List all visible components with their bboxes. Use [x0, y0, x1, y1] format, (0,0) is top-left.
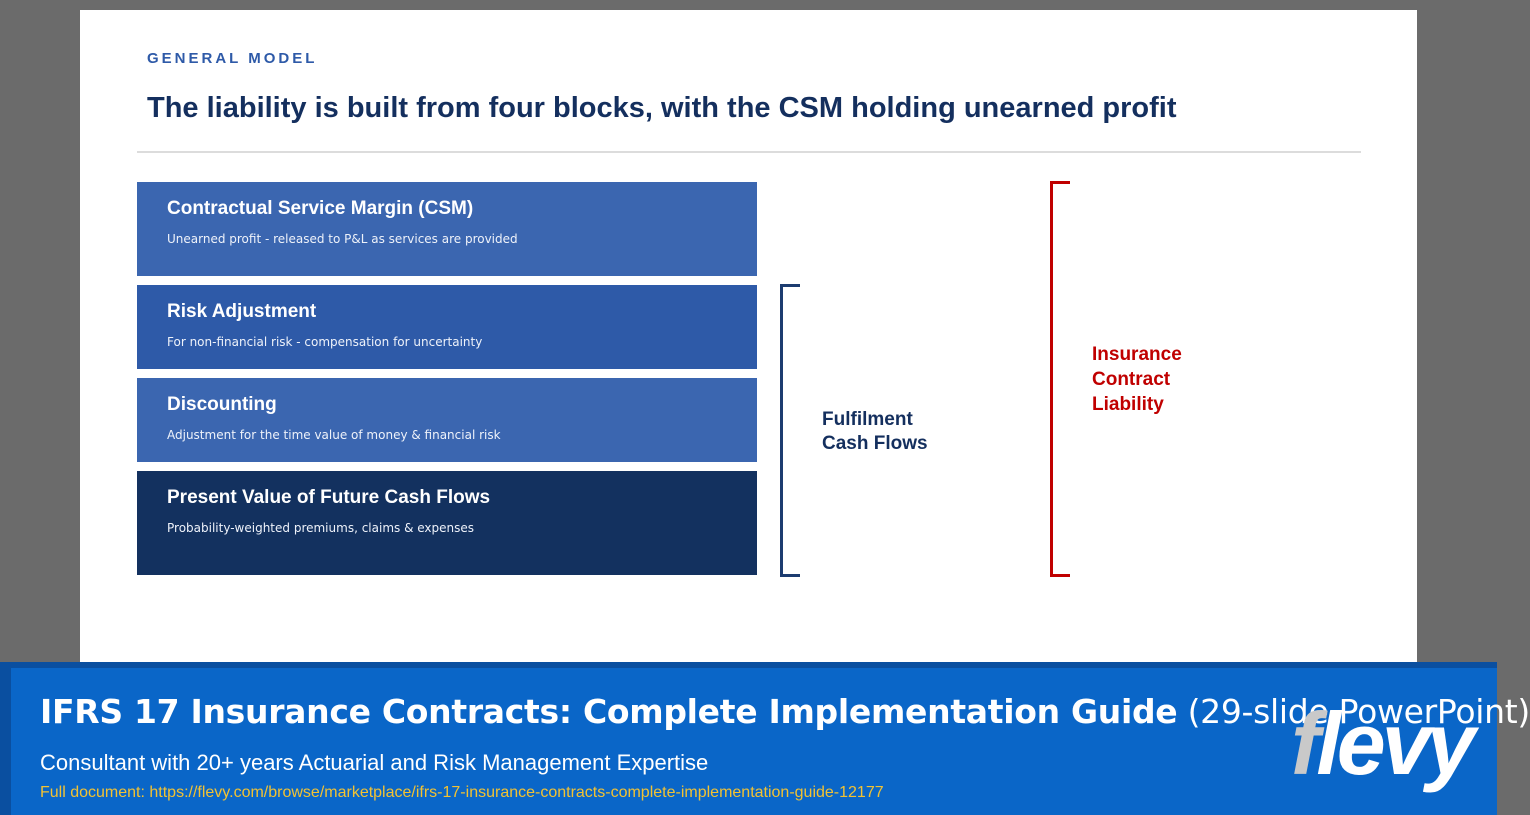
label-line: Contract [1092, 369, 1171, 390]
block-name: Present Value of Future Cash Flows [167, 487, 491, 508]
block-risk-adjustment: Risk Adjustment For non-financial risk -… [137, 285, 757, 369]
label-line: Fulfilment [822, 409, 913, 430]
block-csm: Contractual Service Margin (CSM) Unearne… [137, 182, 757, 276]
label-line: Liability [1092, 394, 1164, 415]
block-description: Unearned profit - released to P&L as ser… [167, 232, 518, 246]
block-description: For non-financial risk - compensation fo… [167, 335, 483, 349]
block-name: Contractual Service Margin (CSM) [167, 198, 474, 219]
block-description: Probability-weighted premiums, claims & … [167, 521, 475, 535]
title-divider [137, 151, 1361, 153]
logo-letter-f: f [1291, 694, 1320, 793]
fulfilment-bracket [780, 284, 800, 577]
promo-banner: IFRS 17 Insurance Contracts: Complete Im… [0, 662, 1530, 815]
flevy-logo[interactable]: flevy [1291, 700, 1476, 788]
section-eyebrow: GENERAL MODEL [147, 50, 318, 67]
document-title: IFRS 17 Insurance Contracts: Complete Im… [40, 692, 1530, 731]
block-pv-future-cash-flows: Present Value of Future Cash Flows Proba… [137, 471, 757, 575]
slide: GENERAL MODEL The liability is built fro… [80, 10, 1417, 670]
liability-bracket [1050, 181, 1070, 577]
document-title-main: IFRS 17 Insurance Contracts: Complete Im… [40, 692, 1178, 731]
banner-body: IFRS 17 Insurance Contracts: Complete Im… [11, 668, 1530, 815]
block-name: Discounting [167, 394, 277, 415]
block-discounting: Discounting Adjustment for the time valu… [137, 378, 757, 462]
block-name: Risk Adjustment [167, 301, 317, 322]
slide-title: The liability is built from four blocks,… [147, 92, 1177, 124]
document-link[interactable]: Full document: https://flevy.com/browse/… [40, 784, 884, 801]
logo-rest: levy [1316, 694, 1475, 793]
insurance-contract-liability-label: Insurance Contract Liability [1092, 342, 1182, 417]
author-credentials: Consultant with 20+ years Actuarial and … [40, 750, 709, 775]
label-line: Insurance [1092, 344, 1182, 365]
block-description: Adjustment for the time value of money &… [167, 428, 501, 442]
document-title-suffix: (29-slide PowerPoint) [1177, 692, 1530, 731]
label-line: Cash Flows [822, 433, 928, 454]
fulfilment-cash-flows-label: Fulfilment Cash Flows [822, 408, 928, 456]
